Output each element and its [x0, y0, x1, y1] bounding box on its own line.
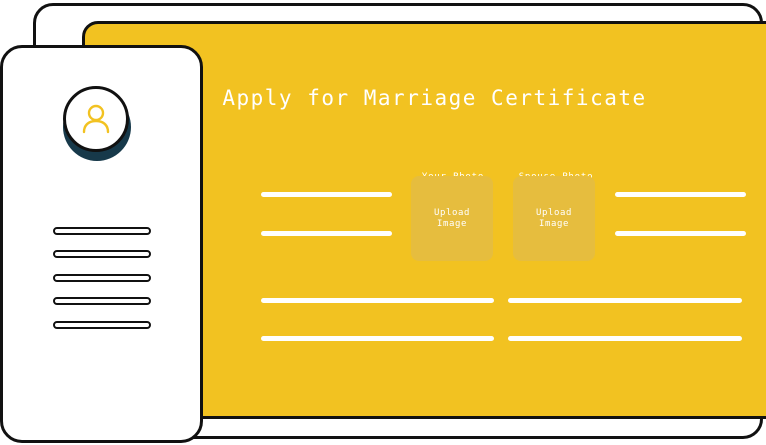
form-field-right-1[interactable] — [615, 192, 746, 197]
profile-avatar-button[interactable] — [63, 86, 129, 152]
form-field-right-2[interactable] — [615, 231, 746, 236]
form-field-long-4[interactable] — [508, 336, 742, 341]
form-field-long-3[interactable] — [261, 336, 494, 341]
spouse-photo-upload-text: Upload Image — [535, 207, 573, 229]
spouse-photo-upload-button[interactable]: Upload Image — [513, 176, 595, 261]
user-icon — [82, 104, 110, 134]
phone-menu-item-5[interactable] — [53, 321, 151, 329]
form-field-long-1[interactable] — [261, 298, 494, 303]
form-field-long-2[interactable] — [508, 298, 742, 303]
your-photo-upload-text: Upload Image — [433, 207, 471, 229]
your-photo-upload-button[interactable]: Upload Image — [411, 176, 493, 261]
form-field-left-2[interactable] — [261, 231, 392, 236]
mobile-phone — [0, 45, 203, 443]
phone-menu-item-3[interactable] — [53, 274, 151, 282]
phone-menu-item-2[interactable] — [53, 250, 151, 258]
page-title: Apply for Marriage Certificate — [222, 86, 647, 110]
phone-menu-item-1[interactable] — [53, 227, 151, 235]
phone-menu-item-4[interactable] — [53, 297, 151, 305]
form-field-left-1[interactable] — [261, 192, 392, 197]
